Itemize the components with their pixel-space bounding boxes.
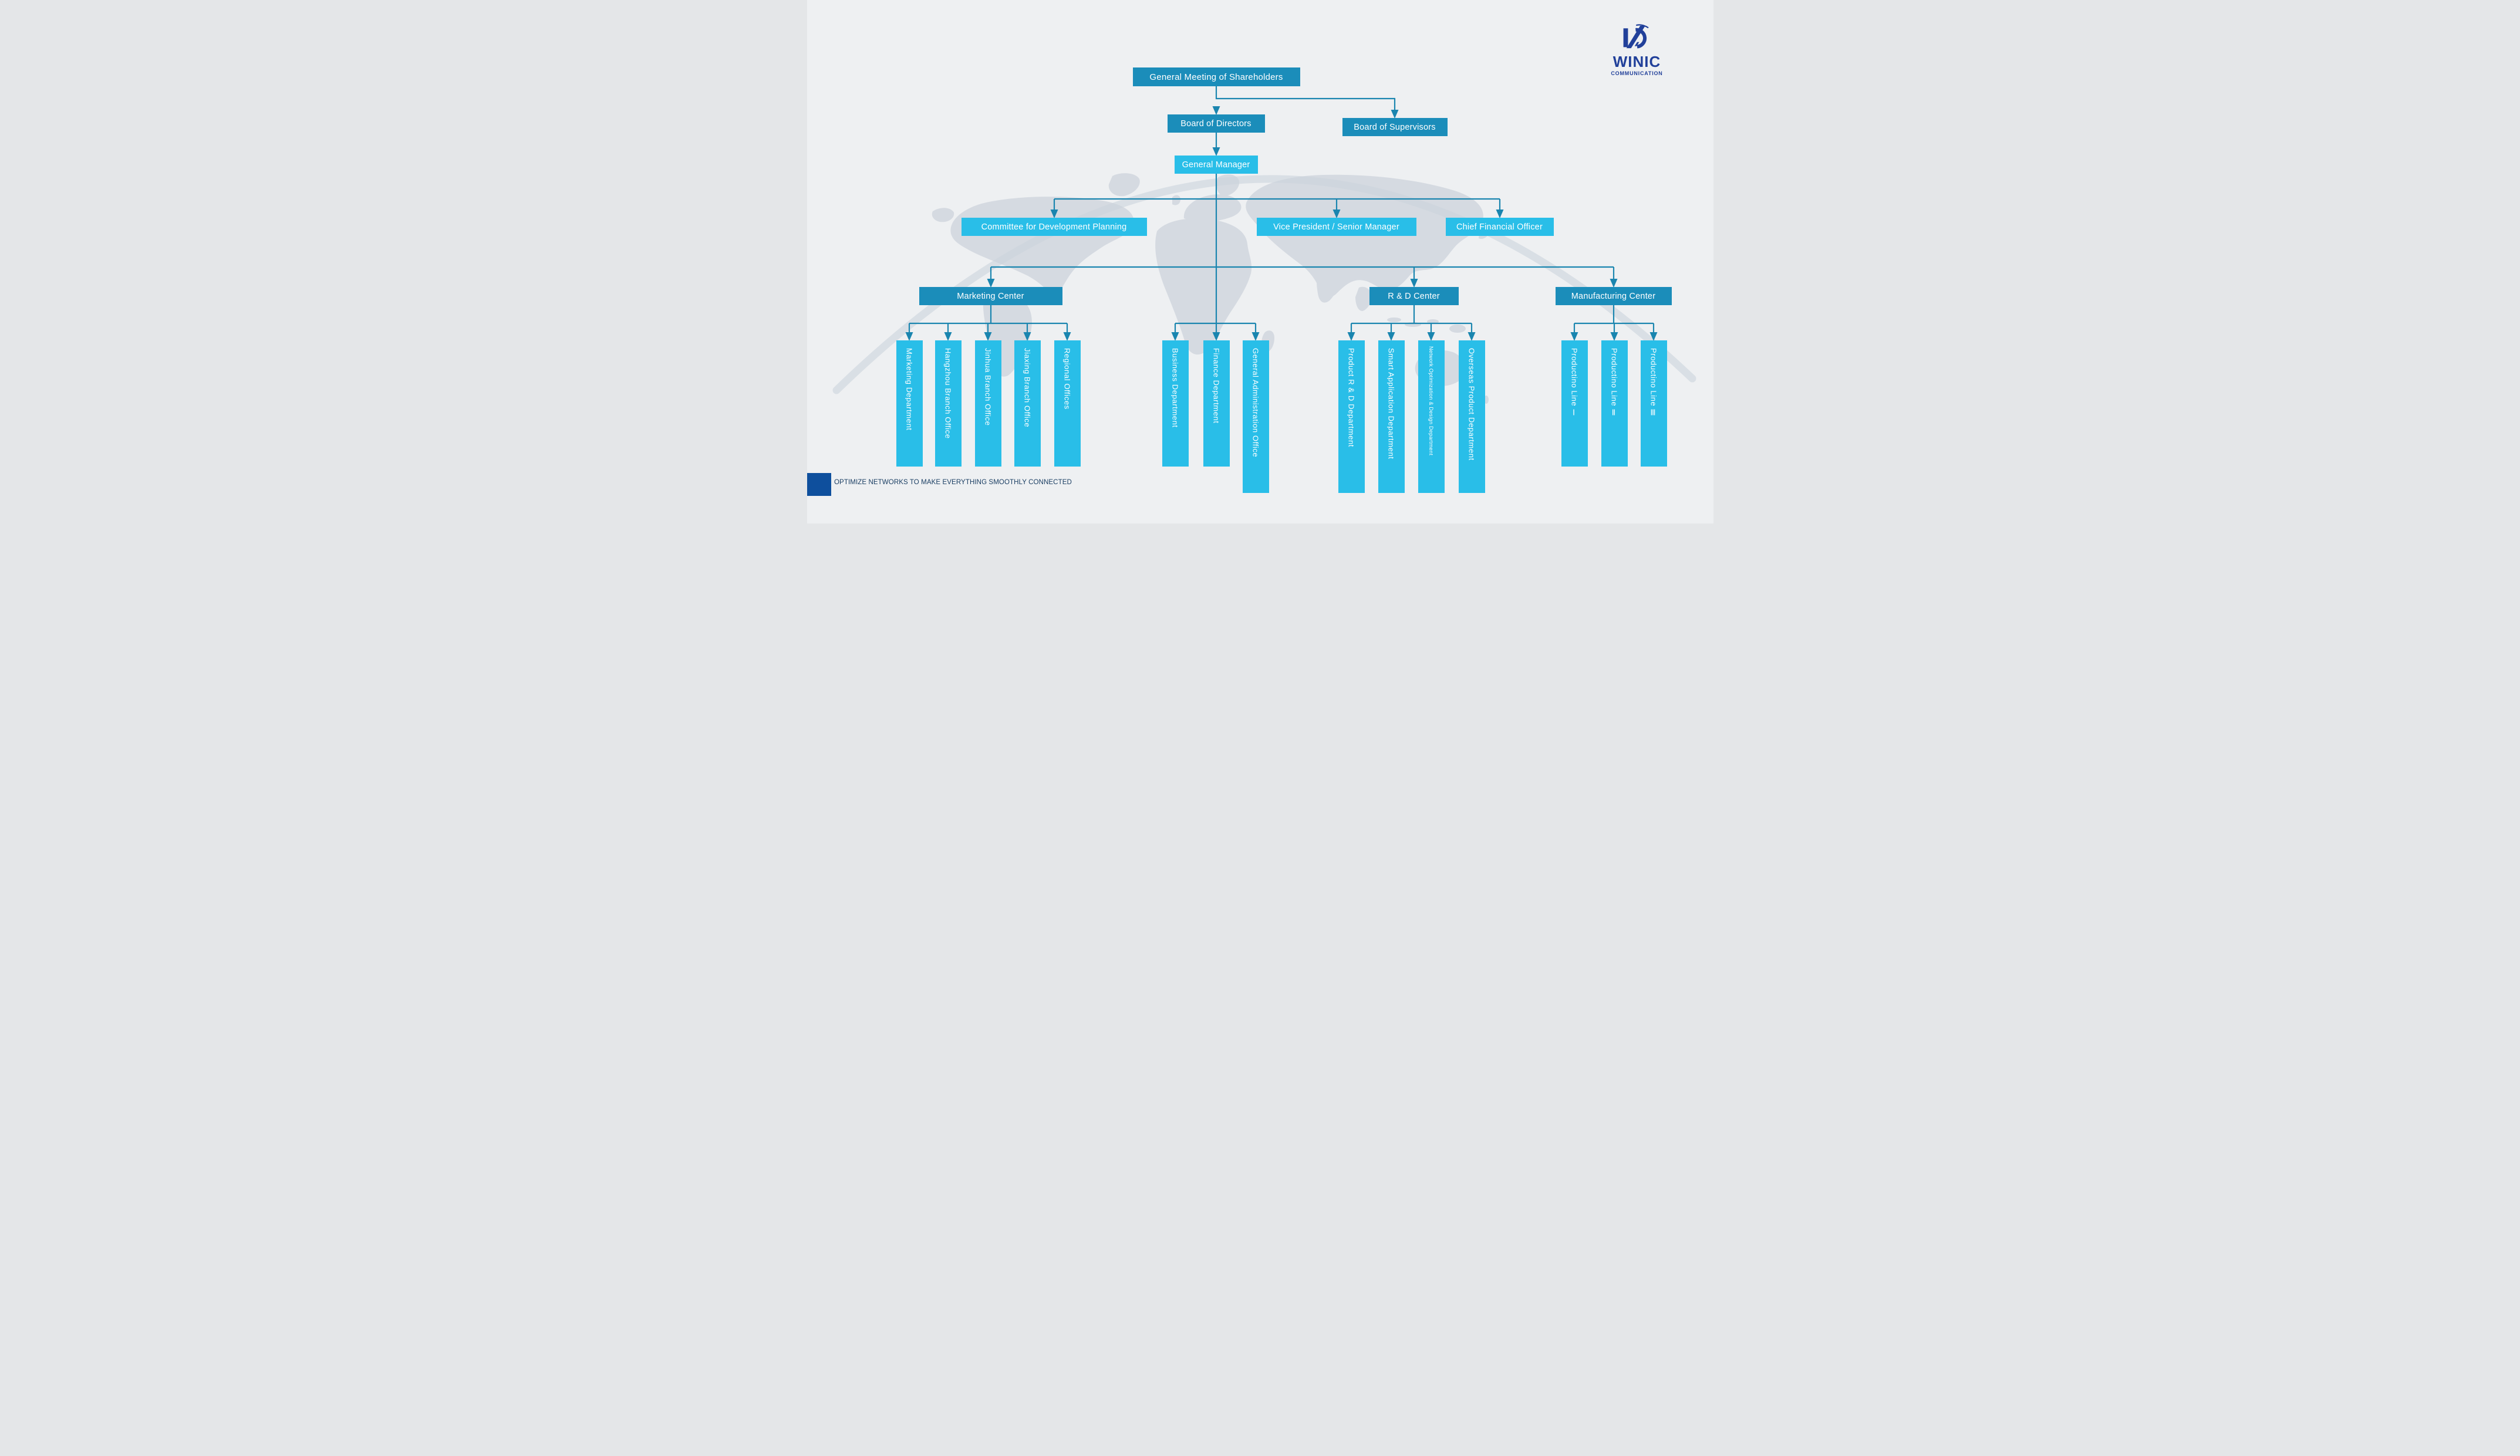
- arrowheads: [905, 106, 1657, 341]
- tagline-text: OPTIMIZE NETWORKS TO MAKE EVERYTHING SMO…: [834, 478, 1072, 486]
- org-box-manufacturing-center: Manufacturing Center: [1555, 287, 1672, 305]
- org-box-jiaxing-branch-office: Jiaxing Branch Office: [1014, 340, 1041, 467]
- connector-lines: [905, 86, 1657, 341]
- org-box-finance-department: Finance Department: [1203, 340, 1230, 467]
- logo-subtitle-text: COMMUNICATION: [1611, 70, 1663, 76]
- winic-logo: WINIC COMMUNICATION: [1601, 23, 1674, 76]
- org-box-vice-president-senior-manager: Vice President / Senior Manager: [1256, 218, 1416, 236]
- org-box-board-of-directors: Board of Directors: [1167, 114, 1265, 133]
- org-box-committee-for-development-planning: Committee for Development Planning: [961, 218, 1147, 236]
- org-box-network-optimization-design-department: Network Optimization & Design Department: [1418, 340, 1445, 493]
- org-box-production-line-3: Productino Line Ⅲ: [1640, 340, 1667, 467]
- map-greenland: [1108, 173, 1140, 197]
- org-box-general-meeting-of-shareholders: General Meeting of Shareholders: [1132, 67, 1300, 86]
- tagline-accent-square: [807, 473, 831, 496]
- map-africa: [1155, 218, 1251, 355]
- logo-brand-text: WINIC: [1612, 53, 1661, 70]
- globe-orbit-arc: [832, 175, 1696, 394]
- map-europe: [1183, 194, 1242, 222]
- org-box-marketing-center: Marketing Center: [919, 287, 1062, 305]
- org-chart-canvas: General Meeting of Shareholders Board of…: [807, 0, 1713, 523]
- org-box-production-line-2: Productino Line Ⅱ: [1601, 340, 1628, 467]
- org-box-jinhua-branch-office: Jinhua Branch Office: [974, 340, 1001, 467]
- org-box-rd-center: R & D Center: [1369, 287, 1459, 305]
- org-box-production-line-1: Productino Line Ⅰ: [1561, 340, 1588, 467]
- org-box-general-administration-office: General Administration Office: [1242, 340, 1269, 493]
- org-box-business-department: Business Department: [1162, 340, 1189, 467]
- org-box-general-manager: General Manager: [1174, 156, 1258, 174]
- org-box-product-rd-department: Product R & D Department: [1338, 340, 1365, 493]
- org-box-regional-offices: Regional Offices: [1054, 340, 1081, 467]
- winic-logo-mark: [1623, 24, 1649, 49]
- org-box-chief-financial-officer: Chief Financial Officer: [1445, 218, 1554, 236]
- org-box-board-of-supervisors: Board of Supervisors: [1342, 118, 1448, 136]
- org-box-hangzhou-branch-office: Hangzhou Branch Office: [935, 340, 962, 467]
- org-box-smart-application-department: Smart Application Department: [1378, 340, 1405, 493]
- org-box-marketing-department: Marketing Department: [896, 340, 923, 467]
- org-box-overseas-product-department: Overseas Product Department: [1458, 340, 1485, 493]
